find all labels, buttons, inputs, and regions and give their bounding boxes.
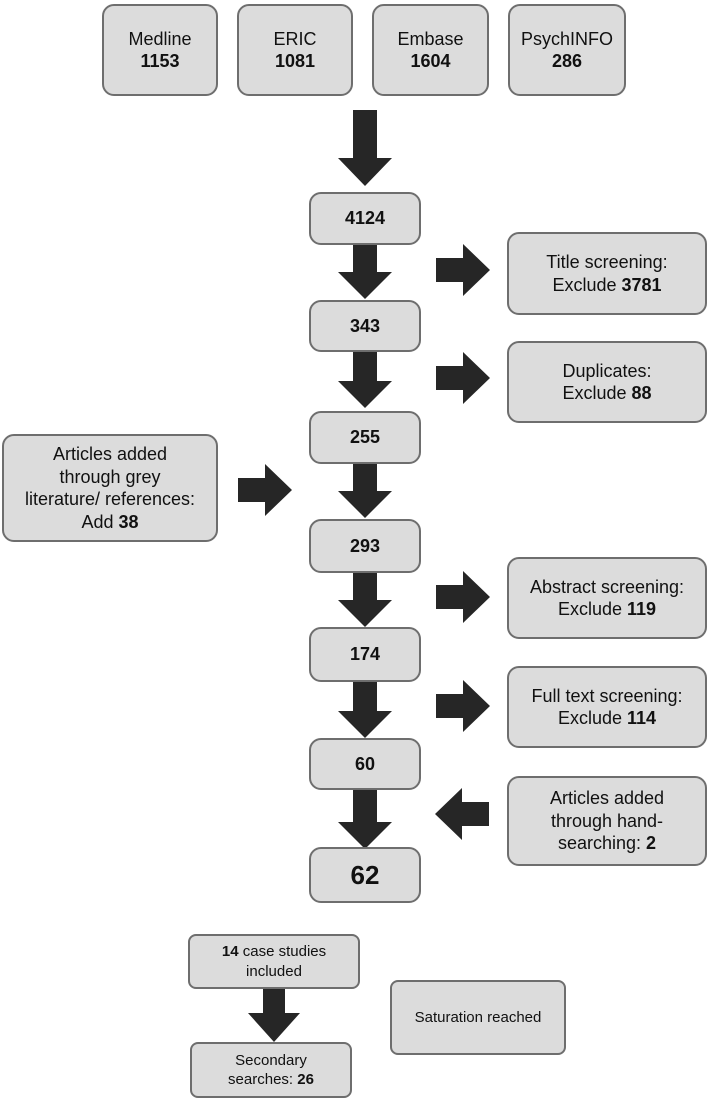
side-label: through hand- bbox=[550, 810, 664, 831]
side-label: Articles added bbox=[549, 788, 665, 809]
side-exclude-line: Exclude 3781 bbox=[552, 274, 661, 297]
side-box-full-text-screening: Full text screening: Exclude 114 bbox=[507, 666, 707, 748]
case-studies-count: 14 bbox=[221, 943, 239, 960]
flow-box-records-identified: 4124 bbox=[309, 192, 421, 245]
arrow-down-case-studies bbox=[248, 989, 300, 1042]
case-studies-line1: 14 case studies bbox=[222, 942, 326, 962]
flow-count: 255 bbox=[349, 427, 381, 448]
secondary-label: Secondary bbox=[235, 1051, 307, 1069]
flow-count: 293 bbox=[349, 535, 381, 556]
side-exclude-line: Exclude 119 bbox=[558, 598, 656, 621]
side-box-grey-literature: Articles added through grey literature/ … bbox=[2, 434, 218, 542]
exclude-count: 119 bbox=[627, 599, 657, 619]
side-label: through grey bbox=[59, 466, 161, 487]
side-label: Title screening: bbox=[546, 252, 668, 272]
box-secondary-searches: Secondary searches: 26 bbox=[190, 1042, 352, 1098]
database-box-eric: ERIC 1081 bbox=[237, 4, 353, 96]
side-exclude-line: Exclude 114 bbox=[558, 707, 656, 730]
arrow-down-databases bbox=[338, 110, 392, 186]
secondary-count-line: searches: 26 bbox=[228, 1070, 314, 1090]
database-box-embase: Embase 1604 bbox=[372, 4, 489, 96]
arrow-right-fulltext bbox=[436, 680, 490, 732]
exclude-prefix: Exclude bbox=[557, 599, 622, 619]
arrow-down-293 bbox=[338, 573, 392, 627]
flow-box-after-grey-literature: 293 bbox=[309, 519, 421, 573]
arrow-right-abstract bbox=[436, 571, 490, 623]
add-prefix: Add bbox=[81, 511, 114, 532]
case-studies-line2: included bbox=[246, 962, 302, 980]
side-label: Articles added bbox=[52, 444, 168, 464]
arrow-down-343 bbox=[338, 352, 392, 408]
database-count: 286 bbox=[551, 51, 583, 71]
arrow-down-174 bbox=[338, 682, 392, 738]
exclude-count: 88 bbox=[631, 383, 652, 403]
database-box-psychinfo: PsychINFO 286 bbox=[508, 4, 626, 96]
secondary-count: 26 bbox=[297, 1071, 314, 1088]
flow-box-after-title-screening: 343 bbox=[309, 300, 421, 352]
arrow-left-hand-searching bbox=[435, 788, 489, 840]
secondary-prefix: searches: bbox=[228, 1071, 294, 1088]
arrow-right-duplicates bbox=[436, 352, 490, 404]
side-label: Duplicates: bbox=[562, 360, 652, 381]
flow-box-after-abstract-screening: 174 bbox=[309, 627, 421, 682]
flow-count: 174 bbox=[349, 644, 381, 665]
side-label: Full text screening: bbox=[531, 685, 683, 706]
exclude-prefix: Exclude bbox=[562, 383, 627, 403]
database-box-medline: Medline 1153 bbox=[102, 4, 218, 96]
side-add-line: Add 38 bbox=[81, 511, 138, 534]
add-prefix: searching: bbox=[557, 833, 642, 854]
side-box-hand-searching: Articles added through hand- searching: … bbox=[507, 776, 707, 866]
saturation-text: Saturation reached bbox=[414, 1008, 542, 1026]
side-box-duplicates: Duplicates: Exclude 88 bbox=[507, 341, 707, 423]
flow-box-final-included: 62 bbox=[309, 847, 421, 903]
arrow-down-4124 bbox=[338, 245, 392, 299]
arrow-right-title bbox=[436, 244, 490, 296]
box-saturation-reached: Saturation reached bbox=[390, 980, 566, 1055]
database-name: Embase bbox=[397, 28, 464, 49]
flow-count: 343 bbox=[349, 315, 381, 336]
flow-box-after-duplicates: 255 bbox=[309, 411, 421, 464]
arrow-right-grey bbox=[238, 464, 292, 516]
case-studies-text: case studies bbox=[242, 943, 327, 960]
exclude-count: 3781 bbox=[621, 274, 662, 295]
database-count: 1081 bbox=[274, 51, 316, 71]
arrow-down-255 bbox=[338, 464, 392, 518]
add-count: 38 bbox=[118, 511, 139, 532]
add-count: 2 bbox=[646, 833, 657, 854]
flow-box-after-full-text-screening: 60 bbox=[309, 738, 421, 790]
exclude-count: 114 bbox=[627, 708, 657, 728]
side-label: literature/ references: bbox=[24, 489, 196, 509]
flow-count: 4124 bbox=[344, 208, 386, 229]
database-name: Medline bbox=[128, 28, 192, 49]
database-count: 1604 bbox=[410, 51, 451, 71]
side-label: Abstract screening: bbox=[529, 576, 685, 597]
side-box-title-screening: Title screening: Exclude 3781 bbox=[507, 232, 707, 315]
side-box-abstract-screening: Abstract screening: Exclude 119 bbox=[507, 557, 707, 639]
arrow-down-60 bbox=[338, 790, 392, 849]
database-name: ERIC bbox=[273, 28, 317, 49]
side-add-line: searching: 2 bbox=[558, 832, 656, 855]
side-exclude-line: Exclude 88 bbox=[562, 382, 651, 405]
flow-count: 60 bbox=[354, 753, 376, 774]
database-count: 1153 bbox=[140, 51, 180, 71]
final-count: 62 bbox=[350, 859, 380, 890]
exclude-prefix: Exclude bbox=[552, 274, 617, 295]
exclude-prefix: Exclude bbox=[557, 708, 622, 728]
box-case-studies: 14 case studies included bbox=[188, 934, 360, 989]
database-name: PsychINFO bbox=[520, 28, 613, 49]
